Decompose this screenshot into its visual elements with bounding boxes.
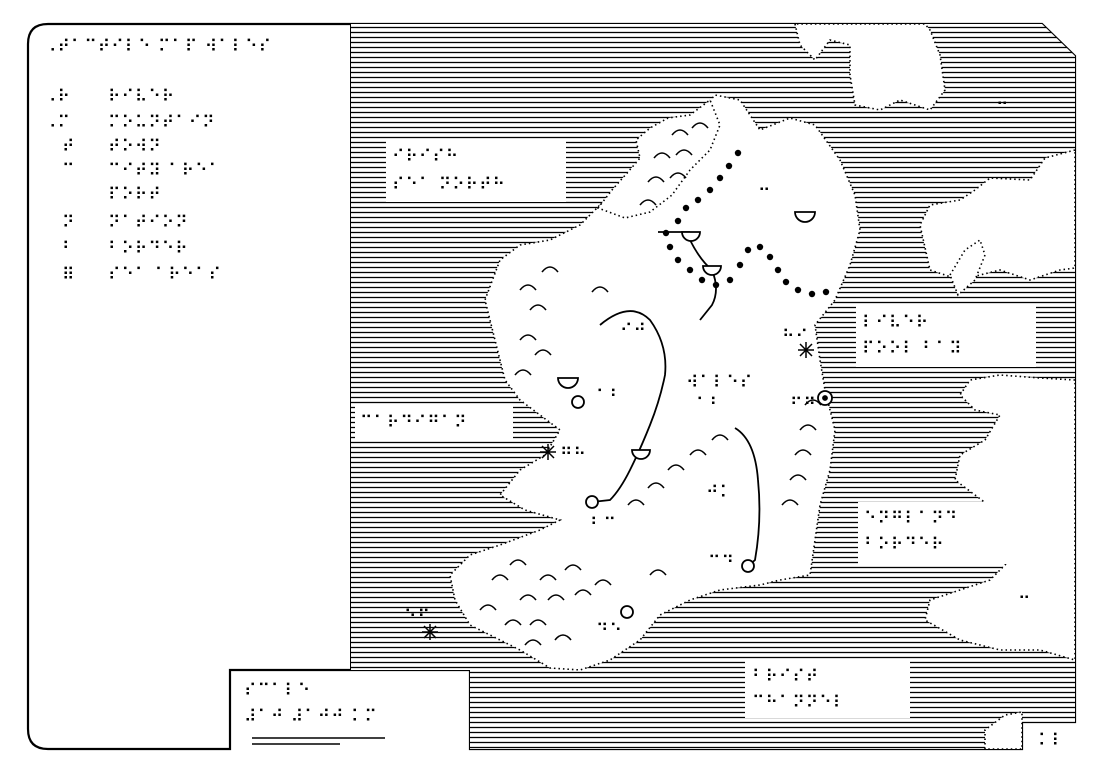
legend-label: ⠉⠊⠞⠽ ⠁⠗⠑⠁	[108, 161, 222, 181]
town-symbols	[557, 211, 816, 460]
scale-label: ⠎⠉⠁⠇⠑	[244, 681, 311, 701]
legend-label: ⠏⠕⠗⠞	[108, 185, 162, 205]
island-label: ⠅⠇	[1038, 731, 1065, 751]
sea-label-north-2: ⠎⠑⠁ ⠝⠕⠗⠞⠓	[392, 175, 506, 195]
sea-label-west: ⠉⠁⠗⠙⠊⠛⠁⠝	[360, 413, 468, 433]
river-main	[591, 310, 667, 503]
sea-label-south-1: ⠃⠗⠊⠎⠞	[752, 667, 819, 687]
land-wales	[449, 94, 861, 671]
port-label-east: ⠓⠊	[782, 327, 809, 347]
port-symbols	[422, 342, 814, 640]
mountain-symbols	[479, 122, 822, 646]
legend-symbol: ⠃	[62, 239, 75, 259]
corner-label-ne: ⠒	[996, 95, 1009, 115]
inland-label: ⠊⠚	[620, 321, 647, 341]
sea-label-south-2: ⠉⠓⠁⠝⠝⠑⠇	[752, 693, 846, 713]
land-lancashire	[924, 374, 1075, 662]
border-line	[662, 149, 830, 298]
city-symbols	[571, 390, 833, 619]
legend-symbol: ⠠⠗	[44, 87, 71, 107]
land-scotland	[793, 24, 946, 111]
sea-label-east-2: ⠃⠕⠗⠙⠑⠗	[864, 535, 945, 555]
legend-label: ⠞⠕⠺⠝	[108, 137, 162, 157]
legend-label: ⠍⠕⠥⠝⠞⠁⠊⠝	[108, 113, 216, 133]
corner-label-se: ⠒	[1018, 589, 1031, 609]
sea-label-liverpool-1: ⠇⠊⠧⠑⠗	[862, 313, 929, 333]
town-label-west: ⠁⠃	[596, 387, 623, 407]
scale-value: ⠼⠁⠚ ⠼⠁⠚⠚ ⠅⠍	[244, 707, 378, 727]
port-label-west: ⠛⠓	[560, 445, 587, 465]
legend-symbol: ⠿	[62, 265, 75, 285]
legend-label: ⠃⠕⠗⠙⠑⠗	[108, 239, 189, 259]
legend-label: ⠎⠑⠁ ⠁⠗⠑⠁⠎	[108, 265, 222, 285]
sea-label-east-1: ⠑⠝⠛⠇⠁⠝⠙	[864, 509, 958, 529]
island-north	[596, 98, 721, 219]
legend-symbol: ⠞	[62, 137, 75, 157]
sea-label-north-1: ⠊⠗⠊⠎⠓	[392, 147, 459, 167]
region-label-1: ⠺⠁⠇⠑⠎	[686, 373, 753, 393]
legend-symbol: ⠠⠍	[44, 113, 71, 133]
sea-label-liverpool-2: ⠏⠕⠕⠇ ⠃⠁⠽	[862, 339, 963, 359]
town-label-south: ⠙⠑	[596, 621, 623, 641]
river-east	[734, 427, 761, 567]
legend: ⠠⠗ ⠗⠊⠧⠑⠗ ⠠⠍ ⠍⠕⠥⠝⠞⠁⠊⠝ ⠞ ⠞⠕⠺⠝ ⠉ ⠉⠊⠞⠽ ⠁⠗⠑⠁ …	[44, 87, 222, 285]
map-title: ⠠⠞⠁⠉⠞⠊⠇⠑ ⠍⠁⠏ ⠺⠁⠇⠑⠎	[44, 37, 272, 57]
legend-label: ⠗⠊⠧⠑⠗	[108, 87, 175, 107]
legend-label: ⠝⠁⠞⠊⠕⠝	[108, 213, 189, 233]
land-se-corner	[984, 711, 1023, 749]
region-label-2: ⠁⠃	[696, 395, 723, 415]
legend-symbol: ⠉	[62, 161, 75, 181]
town-label-east: ⠋⠛	[790, 395, 817, 415]
legend-symbol: ⠝	[62, 213, 75, 233]
town-label-mid: ⠃⠉	[590, 515, 617, 535]
town-label-se: ⠉⠙	[708, 553, 735, 573]
town-label-north: ⠒	[758, 181, 771, 201]
inland-label-south: ⠚⠅	[706, 483, 733, 503]
label-boxes	[355, 140, 1038, 718]
island-man	[949, 238, 986, 297]
land-england-east	[919, 148, 1075, 281]
town-label-sw: ⠑⠋	[404, 607, 431, 627]
